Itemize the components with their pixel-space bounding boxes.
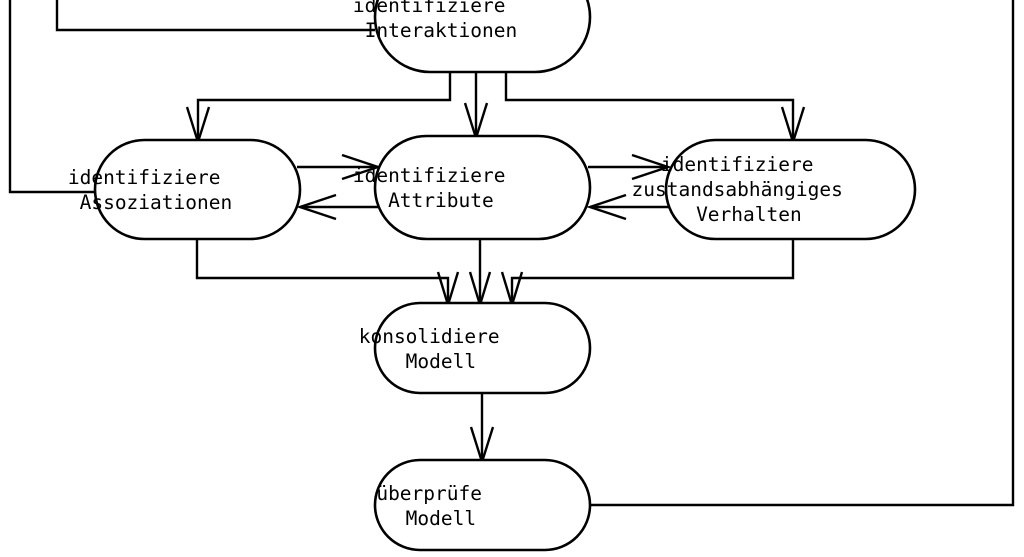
edge-interaktionen-to-assoziationen — [185, 72, 452, 147]
node-konsolidiere-modell[interactable]: konsolidiere Modell — [359, 301, 606, 395]
node-ueberpruefe-modell[interactable]: überprüfe Modell — [373, 458, 592, 552]
edge-feedback-right — [587, 0, 1015, 507]
svg-text:konsolidiere Modell: konsolidiere Modell — [359, 325, 606, 373]
node-label-line2: Modell — [406, 350, 476, 373]
node-label-line1: identifiziere — [353, 0, 506, 17]
svg-text:identifiziere zustands: identifiziere zustandsabhängiges Verhalt… — [632, 153, 949, 226]
node-label-line2: zustandsabhängiges — [632, 178, 843, 201]
node-label-line2: Modell — [406, 507, 476, 530]
edge-attribute-to-verhalten — [588, 153, 672, 181]
edge-interaktionen-to-verhalten — [504, 72, 806, 147]
edge-attribute-to-konsolidiere — [468, 238, 492, 310]
node-label-line1: identifiziere — [68, 166, 221, 189]
svg-text:identifiziere Attribut: identifiziere Attribute — [353, 164, 611, 212]
svg-text:identifiziere Assoziat: identifiziere Assoziationen — [68, 166, 326, 214]
node-label-line2: Assoziationen — [80, 191, 233, 214]
node-identifiziere-zustandsabhaengiges-verhalten[interactable]: identifiziere zustandsabhängiges Verhalt… — [632, 138, 949, 241]
edge-feedback-left-outer — [8, 0, 98, 194]
node-identifiziere-interaktionen[interactable]: identifiziere Interaktionen — [353, 0, 611, 74]
node-label-line1: identifiziere — [353, 164, 506, 187]
node-label-line2: Interaktionen — [365, 19, 518, 42]
edge-interaktionen-to-attribute — [463, 72, 489, 143]
edge-konsolidiere-to-ueberpruefe — [469, 392, 495, 467]
node-label-line2: Attribute — [388, 189, 494, 212]
edge-verhalten-to-konsolidiere — [500, 238, 795, 310]
edge-feedback-left-inner — [55, 0, 375, 32]
node-identifiziere-assoziationen[interactable]: identifiziere Assoziationen — [68, 138, 326, 241]
edge-assoziationen-to-konsolidiere — [195, 238, 460, 310]
edge-attribute-to-assoziationen — [296, 193, 380, 221]
node-label-line1: identifiziere — [661, 153, 814, 176]
node-label-line1: konsolidiere — [359, 325, 500, 348]
node-identifiziere-attribute[interactable]: identifiziere Attribute — [353, 134, 611, 241]
node-label-line3: Verhalten — [696, 203, 802, 226]
edge-verhalten-to-attribute — [586, 193, 670, 221]
svg-text:identifiziere Interakt: identifiziere Interaktionen — [353, 0, 611, 42]
svg-text:überprüfe Modell: überprüfe Modell — [376, 482, 587, 530]
node-label-line1: überprüfe — [376, 482, 482, 505]
